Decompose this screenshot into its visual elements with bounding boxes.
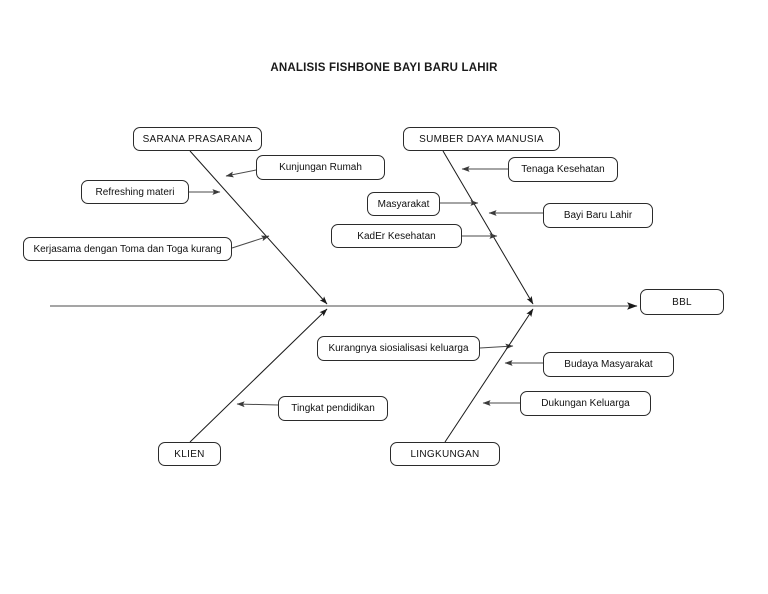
cause-box-lingkungan-1-label: Dukungan Keluarga	[541, 398, 630, 409]
category-box-sarana-prasarana-label: SARANA PRASARANA	[142, 133, 253, 145]
category-box-lingkungan-label: LINGKUNGAN	[410, 448, 480, 460]
cause-box-sarana-prasarana-0[interactable]: Kunjungan Rumah	[256, 155, 385, 180]
effect-box-bbl-label: BBL	[672, 296, 692, 308]
cause-box-sarana-prasarana-0-label: Kunjungan Rumah	[279, 162, 362, 173]
cause-box-sumber-daya-manusia-3[interactable]: KadEr Kesehatan	[331, 224, 462, 248]
category-box-sumber-daya-manusia[interactable]: SUMBER DAYA MANUSIA	[403, 127, 560, 151]
cause-box-sarana-prasarana-2[interactable]: Kerjasama dengan Toma dan Toga kurang	[23, 237, 232, 261]
cause-box-lingkungan-0[interactable]: Budaya Masyarakat	[543, 352, 674, 377]
page-title: ANALISIS FISHBONE BAYI BARU LAHIR	[270, 62, 498, 74]
cause-box-lingkungan-1[interactable]: Dukungan Keluarga	[520, 391, 651, 416]
cause-box-lingkungan-0-label: Budaya Masyarakat	[564, 359, 653, 370]
cause-box-klien-1-label: Tingkat pendidikan	[291, 403, 375, 414]
cause-box-klien-0[interactable]: Kurangnya siosialisasi keluarga	[317, 336, 480, 361]
cause-box-sumber-daya-manusia-1-label: Masyarakat	[377, 198, 430, 210]
cause-box-sarana-prasarana-1[interactable]: Refreshing materi	[81, 180, 189, 204]
cause-box-sarana-prasarana-1-label: Refreshing materi	[95, 186, 175, 198]
cause-arrow-klien-0	[479, 343, 514, 350]
bone-klien	[189, 308, 328, 443]
cause-box-sumber-daya-manusia-1[interactable]: Masyarakat	[367, 192, 440, 216]
category-box-lingkungan[interactable]: LINGKUNGAN	[390, 442, 500, 466]
cause-arrow-klien-1	[236, 401, 279, 408]
category-box-klien-label: KLIEN	[174, 448, 205, 460]
cause-box-sumber-daya-manusia-0[interactable]: Tenaga Kesehatan	[508, 157, 618, 182]
bone-lingkungan	[444, 308, 534, 443]
cause-arrow-sarana-prasarana-0	[225, 169, 257, 178]
cause-box-sumber-daya-manusia-3-label: KadEr Kesehatan	[357, 230, 436, 242]
category-box-sarana-prasarana[interactable]: SARANA PRASARANA	[133, 127, 262, 151]
category-box-klien[interactable]: KLIEN	[158, 442, 221, 466]
cause-box-sumber-daya-manusia-2-label: Bayi Baru Lahir	[563, 210, 633, 221]
cause-box-klien-1[interactable]: Tingkat pendidikan	[278, 396, 388, 421]
effect-box-bbl[interactable]: BBL	[640, 289, 724, 315]
category-box-sumber-daya-manusia-label: SUMBER DAYA MANUSIA	[419, 133, 544, 145]
cause-arrow-sarana-prasarana-2	[231, 235, 270, 249]
cause-box-sumber-daya-manusia-2[interactable]: Bayi Baru Lahir	[543, 203, 653, 228]
cause-box-sarana-prasarana-2-label: Kerjasama dengan Toma dan Toga kurang	[33, 243, 222, 255]
cause-box-klien-0-label: Kurangnya siosialisasi keluarga	[328, 343, 469, 354]
cause-box-sumber-daya-manusia-0-label: Tenaga Kesehatan	[521, 164, 605, 175]
